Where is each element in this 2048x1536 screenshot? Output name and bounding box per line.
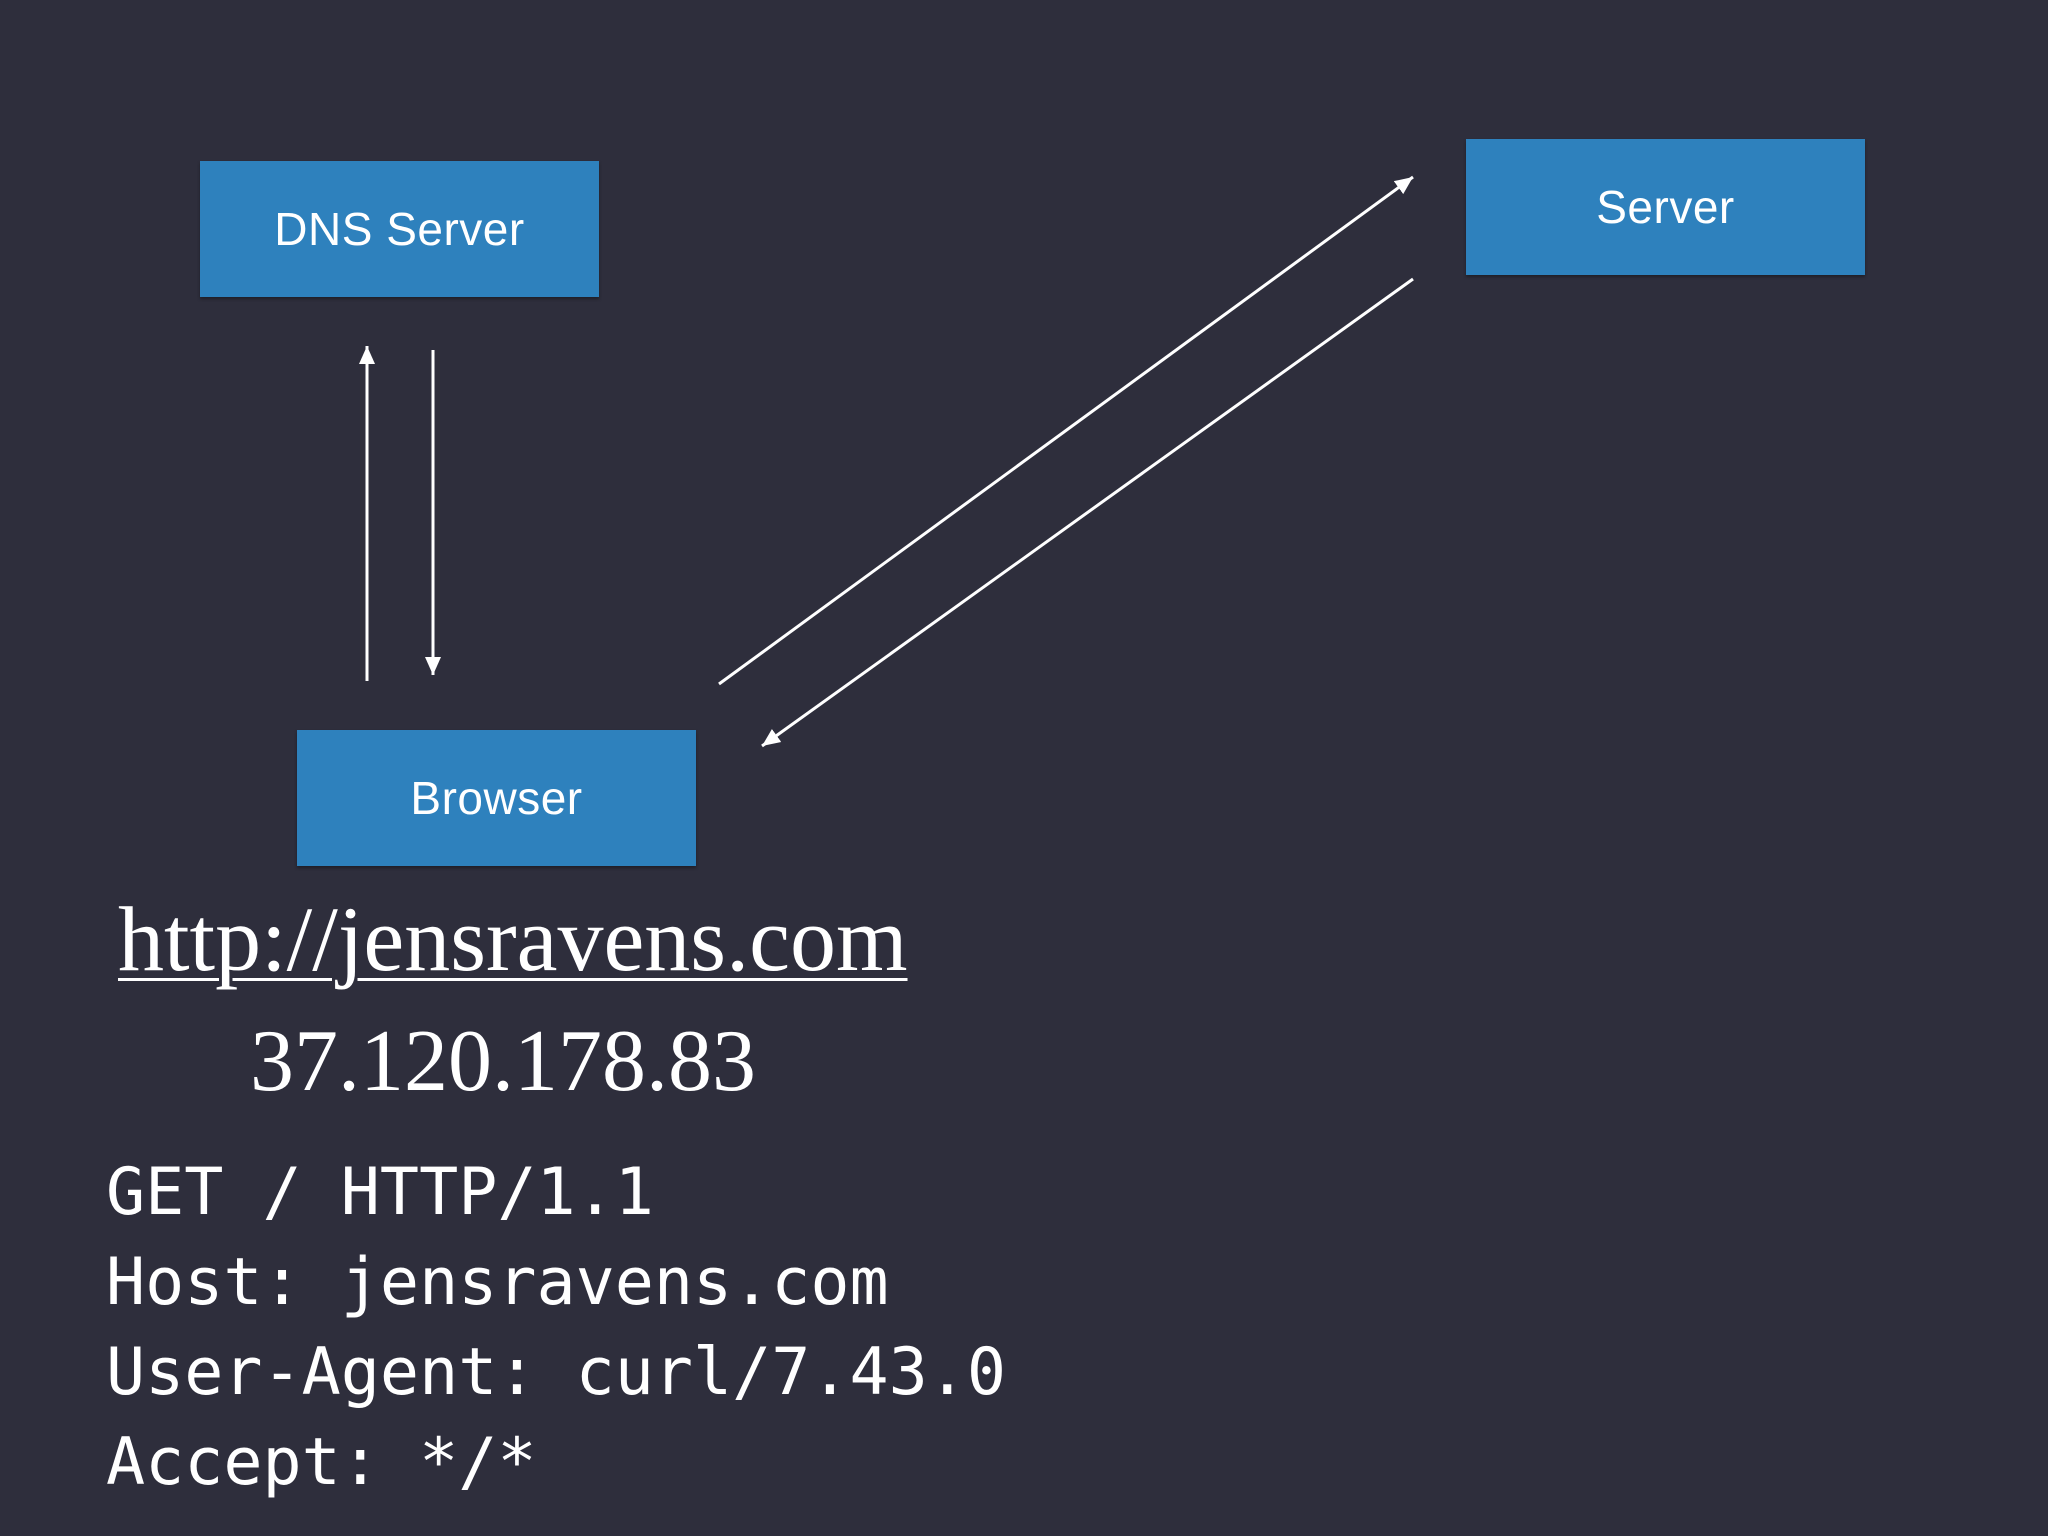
ip-address: 37.120.178.83 <box>250 1013 756 1110</box>
arrow-browser-to-server <box>718 175 1414 686</box>
request-line: GET / HTTP/1.1 <box>106 1155 654 1230</box>
host-header: Host: jensravens.com <box>106 1245 889 1320</box>
url-link[interactable]: http://jensravens.com <box>118 888 908 990</box>
server-label: Server <box>1596 181 1735 233</box>
server-node: Server <box>1466 139 1865 275</box>
browser-label: Browser <box>410 772 583 824</box>
dns-server-label: DNS Server <box>274 203 525 255</box>
arrow-server-to-browser <box>761 277 1414 748</box>
dns-server-node: DNS Server <box>200 161 599 297</box>
user-agent-header: User-Agent: curl/7.43.0 <box>106 1335 1007 1410</box>
accept-header: Accept: */* <box>106 1425 537 1500</box>
browser-node: Browser <box>297 730 696 866</box>
